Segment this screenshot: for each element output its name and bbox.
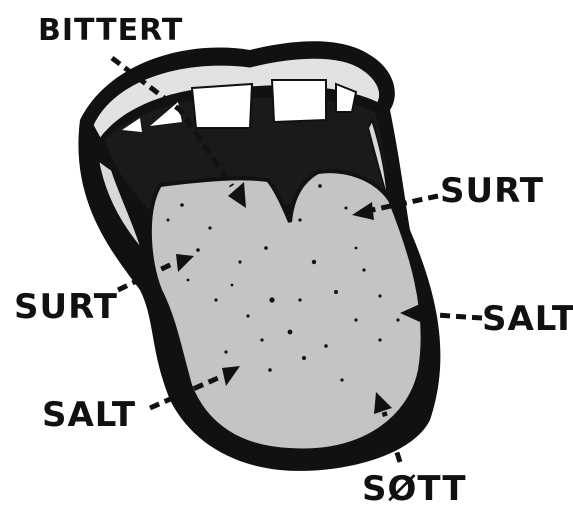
label-sour-right: SURT (440, 171, 544, 211)
label-sweet: SØTT (362, 469, 467, 509)
label-salt-right: SALT (482, 299, 573, 339)
label-sour-left: SURT (14, 287, 118, 327)
tooth (272, 80, 326, 122)
label-bitter: BITTERT (38, 13, 183, 48)
label-salt-left: SALT (42, 395, 136, 435)
tooth (192, 84, 252, 128)
